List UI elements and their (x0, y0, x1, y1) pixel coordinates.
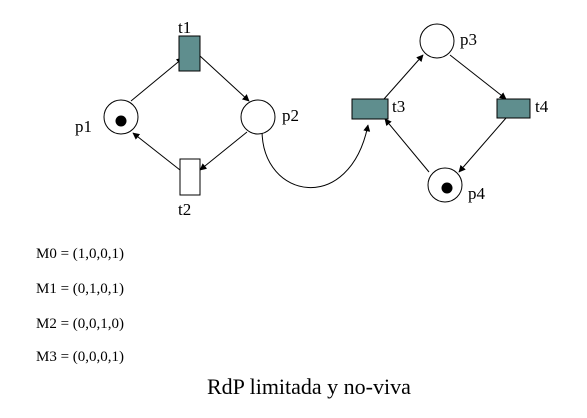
label-t2: t2 (178, 200, 191, 219)
label-p4: p4 (468, 184, 486, 203)
diagram-caption: RdP limitada y no-viva (207, 374, 411, 399)
transition-t2 (179, 158, 201, 196)
arc-t2-p1 (132, 132, 181, 171)
label-p3: p3 (460, 30, 477, 49)
arc-t4-p4 (458, 117, 507, 173)
arc-p4-t3 (384, 118, 430, 173)
arc-p2-t2 (199, 131, 248, 171)
label-p2: p2 (282, 106, 299, 125)
place-p3 (419, 23, 455, 59)
transition-t3 (351, 98, 389, 120)
label-t4: t4 (535, 97, 549, 116)
arc-t3-p3 (383, 54, 424, 100)
arc-p1-t1 (130, 57, 184, 102)
place-p2 (240, 99, 276, 135)
marking-m1: M1 = (0,1,0,1) (36, 281, 125, 297)
label-t1: t1 (178, 18, 191, 37)
marking-m3: M3 = (0,0,0,1) (36, 349, 125, 365)
marking-m0: M0 = (1,0,0,1) (36, 246, 125, 262)
place-p1-token (115, 115, 127, 127)
label-p1: p1 (75, 117, 92, 136)
arc-p3-t4 (449, 54, 507, 100)
arc-p2-t3 (261, 124, 371, 188)
marking-m2: M2 = (0,0,1,0) (36, 316, 125, 332)
arc-t1-p2 (199, 55, 250, 102)
place-p4-token (441, 182, 453, 194)
transition-t4 (496, 98, 531, 119)
transition-t1 (178, 35, 201, 72)
label-t3: t3 (392, 97, 405, 116)
